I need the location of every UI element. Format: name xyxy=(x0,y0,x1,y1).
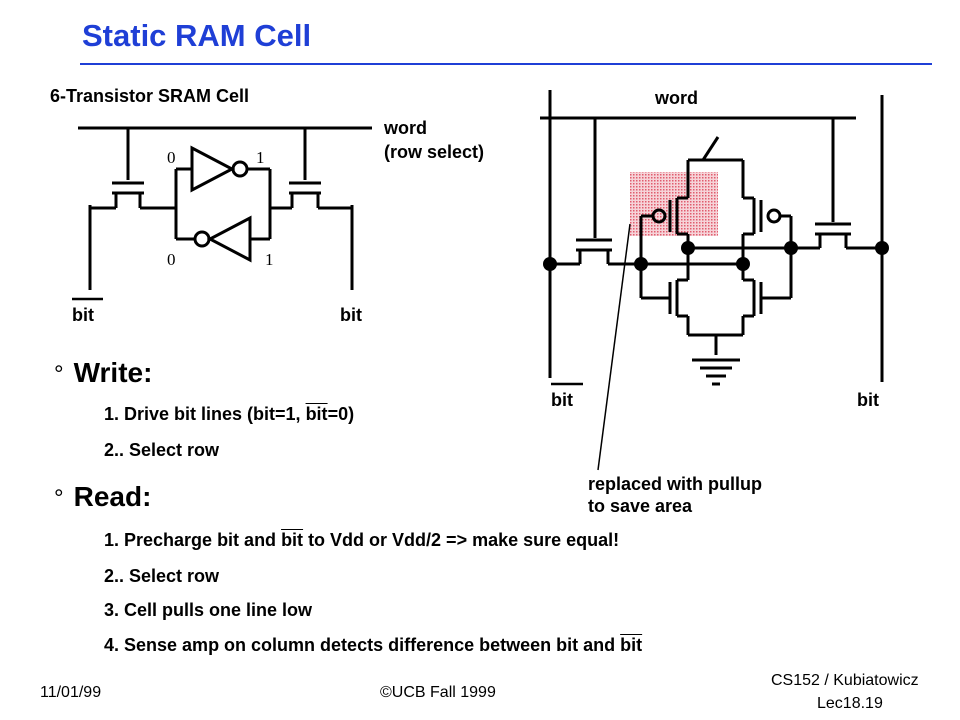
right-bit-label: bit xyxy=(857,390,879,410)
pullup-note-line2: to save area xyxy=(588,496,693,516)
read-step-2: 2.. Select row xyxy=(104,566,220,586)
bullet-icon: ° xyxy=(54,361,64,388)
page-title: Static RAM Cell xyxy=(82,18,312,53)
write-step-1: 1. Drive bit lines (bit=1, bit=0) xyxy=(104,404,355,424)
read-step-1: 1. Precharge bit and bit to Vdd or Vdd/2… xyxy=(104,530,620,550)
right-word-label: word xyxy=(655,88,698,108)
footer-copyright: ©UCB Fall 1999 xyxy=(380,684,496,701)
right-6t-cell-schematic xyxy=(540,90,884,386)
footer-lecture: Lec18.19 xyxy=(817,695,883,712)
node-label-bottom-left: 0 xyxy=(167,250,176,269)
write-heading: °Write: xyxy=(54,357,153,388)
read-step-4: 4. Sense amp on column detects differenc… xyxy=(104,635,643,655)
left-row-select-label: (row select) xyxy=(384,142,485,162)
left-diagram-caption: 6-Transistor SRAM Cell xyxy=(50,86,250,106)
node-label-bottom-right: 1 xyxy=(265,250,274,269)
bullet-icon: ° xyxy=(54,485,64,512)
node-label-top-left: 0 xyxy=(167,148,176,167)
left-bit-bar-label: bit xyxy=(72,305,94,325)
title-underline xyxy=(80,63,932,65)
read-step-3: 3. Cell pulls one line low xyxy=(104,600,313,620)
left-6t-cell-schematic xyxy=(78,126,372,290)
pullup-hatched-region xyxy=(630,172,718,236)
left-word-label: word xyxy=(384,118,427,138)
pullup-note-line1: replaced with pullup xyxy=(588,474,763,494)
footer-date: 11/01/99 xyxy=(40,684,102,701)
pullup-pointer-line xyxy=(597,223,631,471)
footer-course: CS152 / Kubiatowicz xyxy=(771,672,919,689)
read-heading: °Read: xyxy=(54,481,152,512)
right-bit-bar-label: bit xyxy=(551,390,573,410)
write-step-2: 2.. Select row xyxy=(104,440,220,460)
node-label-top-right: 1 xyxy=(256,148,265,167)
left-bit-label: bit xyxy=(340,305,362,325)
junction-dots xyxy=(543,241,889,271)
